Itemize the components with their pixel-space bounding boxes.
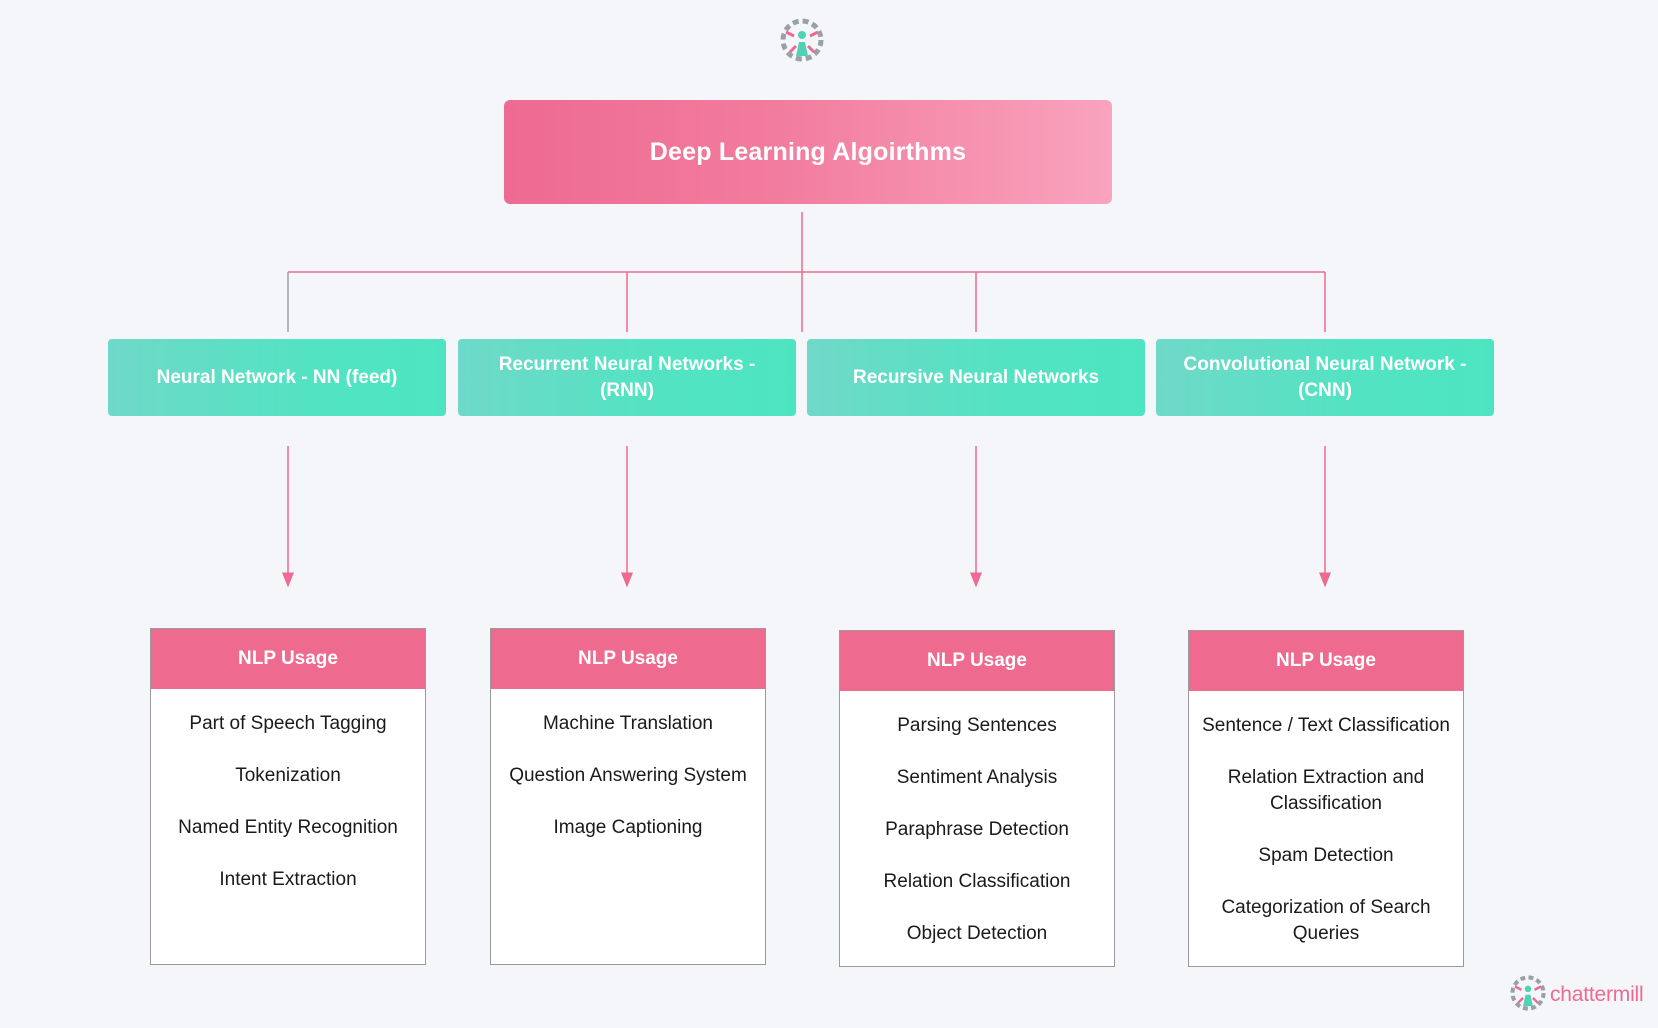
usage-list: Part of Speech Tagging Tokenization Name… [151, 689, 425, 893]
algorithm-label: Neural Network - NN (feed) [156, 366, 398, 388]
usage-header-label: NLP Usage [1276, 650, 1376, 671]
usage-item: Relation Classification [883, 871, 1071, 892]
usage-header: NLP Usage [840, 631, 1114, 691]
usage-card-neural-network: NLP Usage Part of Speech Tagging Tokeniz… [150, 628, 426, 965]
usage-item: Categorization of Search Queries [1221, 897, 1431, 944]
algorithm-box-recursive-neural-networks: Recursive Neural Networks [807, 339, 1145, 416]
usage-item: Question Answering System [509, 765, 747, 786]
brand-mark: chattermill [1510, 974, 1644, 1016]
algorithm-box-neural-network: Neural Network - NN (feed) [108, 339, 446, 416]
usage-card-recursive-neural-networks: NLP Usage Parsing Sentences Sentiment An… [839, 630, 1115, 967]
algorithm-label: Recursive Neural Networks [852, 366, 1100, 388]
usage-item: Part of Speech Tagging [189, 713, 387, 734]
usage-header: NLP Usage [1189, 631, 1463, 691]
usage-list: Parsing Sentences Sentiment Analysis Par… [840, 691, 1114, 947]
chattermill-logo-icon [780, 18, 824, 62]
usage-card-recurrent-neural-networks: NLP Usage Machine Translation Question A… [490, 628, 766, 965]
chattermill-logo-icon [1510, 974, 1546, 1016]
usage-item: Sentence / Text Classification [1202, 715, 1450, 736]
usage-item: Intent Extraction [219, 869, 357, 890]
root-node-deep-learning-algorithms: Deep Learning Algoirthms [504, 100, 1112, 204]
usage-header-label: NLP Usage [578, 648, 678, 669]
usage-item: Image Captioning [553, 817, 703, 838]
root-node-label: Deep Learning Algoirthms [649, 137, 967, 166]
usage-item: Spam Detection [1258, 845, 1394, 866]
usage-list: Sentence / Text Classification Relation … [1189, 691, 1463, 947]
algorithm-box-convolutional-neural-network: Convolutional Neural Network - (CNN) [1156, 339, 1494, 416]
brand-name: chattermill [1550, 983, 1644, 1006]
usage-item: Parsing Sentences [897, 715, 1057, 736]
usage-item: Machine Translation [542, 713, 714, 734]
usage-item: Named Entity Recognition [178, 817, 398, 838]
usage-item: Object Detection [906, 923, 1048, 944]
usage-item: Tokenization [235, 765, 341, 786]
usage-header: NLP Usage [491, 629, 765, 689]
usage-header-label: NLP Usage [927, 650, 1027, 671]
usage-header: NLP Usage [151, 629, 425, 689]
usage-list: Machine Translation Question Answering S… [491, 689, 765, 841]
usage-item: Relation Extraction and Classification [1227, 767, 1425, 814]
usage-item: Paraphrase Detection [885, 819, 1069, 840]
algorithm-label: Convolutional Neural Network - (CNN) [1183, 353, 1467, 401]
algorithm-box-recurrent-neural-networks: Recurrent Neural Networks - (RNN) [458, 339, 796, 416]
algorithm-label: Recurrent Neural Networks - (RNN) [498, 353, 756, 401]
usage-card-convolutional-neural-network: NLP Usage Sentence / Text Classification… [1188, 630, 1464, 967]
usage-item: Sentiment Analysis [896, 767, 1058, 788]
usage-header-label: NLP Usage [238, 648, 338, 669]
